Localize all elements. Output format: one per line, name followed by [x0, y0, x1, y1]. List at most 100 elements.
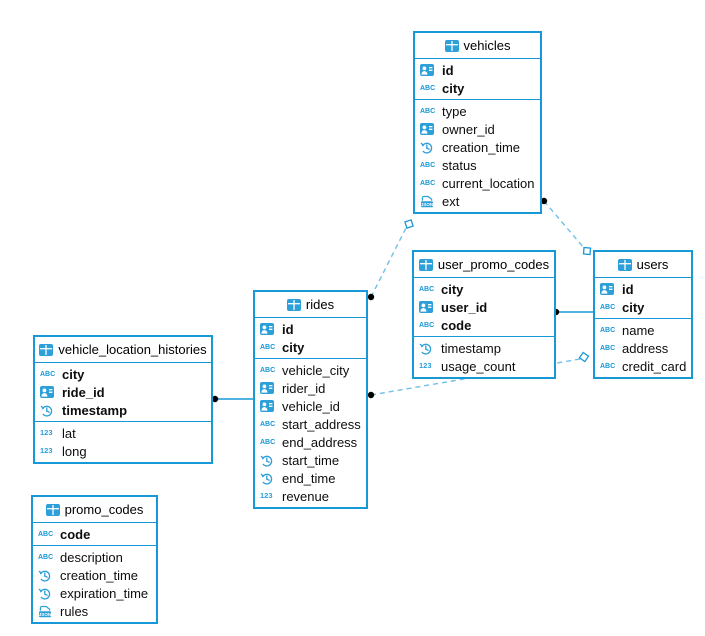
- table-title: vehicle_location_histories: [58, 342, 207, 357]
- field-name: usage_count: [441, 358, 516, 374]
- table-header[interactable]: promo_codes: [33, 497, 156, 523]
- id-card-icon: [419, 301, 436, 313]
- field-name: city: [282, 339, 305, 355]
- relationship-user_promo_codes-users[interactable]: [552, 308, 593, 316]
- json-icon: JSON: [38, 605, 55, 618]
- field-name: owner_id: [442, 121, 495, 137]
- field-row-owner_id[interactable]: owner_id: [415, 120, 540, 138]
- field-row-id[interactable]: id: [255, 320, 366, 338]
- field-name: ride_id: [62, 384, 105, 400]
- field-row-timestamp[interactable]: timestamp: [414, 339, 554, 357]
- abc-icon: ABC: [600, 344, 616, 352]
- field-row-long[interactable]: 123 long: [35, 442, 211, 460]
- field-row-user_id[interactable]: user_id: [414, 298, 554, 316]
- field-row-start_time[interactable]: start_time: [255, 451, 366, 469]
- id-card-icon: [420, 123, 437, 135]
- field-row-status[interactable]: ABC status: [415, 156, 540, 174]
- field-name: vehicle_city: [282, 362, 350, 378]
- connector-diamond: [578, 351, 590, 363]
- id-card-icon: [40, 386, 57, 398]
- abc-icon: ABC: [419, 285, 435, 293]
- abc-icon: ABC: [420, 161, 436, 169]
- field-name: credit_card: [622, 358, 687, 374]
- field-name: status: [442, 157, 477, 173]
- abc-icon: ABC: [600, 303, 616, 311]
- field-row-end_time[interactable]: end_time: [255, 469, 366, 487]
- relationship-vehicles-users[interactable]: [540, 197, 594, 258]
- field-name: name: [622, 322, 655, 338]
- abc-icon: ABC: [260, 438, 276, 446]
- table-icon: [45, 503, 60, 516]
- field-name: vehicle_id: [282, 398, 340, 414]
- id-card-icon: [600, 283, 617, 295]
- table-header[interactable]: rides: [255, 292, 366, 318]
- field-name: start_time: [282, 452, 340, 468]
- relationship-rides-vehicles[interactable]: [367, 218, 415, 301]
- field-row-creation_time[interactable]: creation_time: [415, 138, 540, 156]
- relationship-vehicle_location_histories-rides[interactable]: [211, 395, 253, 403]
- connector-dot: [367, 391, 375, 399]
- field-row-expiration_time[interactable]: expiration_time: [33, 584, 156, 602]
- field-name: id: [282, 321, 294, 337]
- field-row-creation_time[interactable]: creation_time: [33, 566, 156, 584]
- field-row-id[interactable]: id: [595, 280, 691, 298]
- field-name: timestamp: [441, 340, 501, 356]
- 123-icon: 123: [40, 428, 53, 438]
- field-name: user_id: [441, 299, 488, 315]
- clock-icon: [420, 141, 437, 154]
- table-title: users: [636, 257, 669, 272]
- table-header[interactable]: vehicles: [415, 33, 540, 59]
- field-name: creation_time: [442, 139, 521, 155]
- table-header[interactable]: users: [595, 252, 691, 278]
- clock-icon: [38, 569, 55, 582]
- table-icon: [39, 343, 54, 356]
- field-row-id[interactable]: id: [415, 61, 540, 79]
- table-title: rides: [305, 297, 335, 312]
- abc-icon: ABC: [260, 420, 276, 428]
- field-row-rider_id[interactable]: rider_id: [255, 379, 366, 397]
- field-row-ride_id[interactable]: ride_id: [35, 383, 211, 401]
- 123-icon: 123: [40, 446, 53, 456]
- field-name: long: [62, 443, 87, 459]
- field-row-vehicle_id[interactable]: vehicle_id: [255, 397, 366, 415]
- table-header[interactable]: user_promo_codes: [414, 252, 554, 278]
- json-icon: JSON: [420, 195, 437, 208]
- field-name: end_time: [282, 470, 336, 486]
- field-name: rider_id: [282, 380, 326, 396]
- field-name: id: [442, 62, 454, 78]
- table-header[interactable]: vehicle_location_histories: [35, 337, 211, 363]
- field-row-timestamp[interactable]: timestamp: [35, 401, 211, 419]
- id-card-icon: [420, 64, 437, 76]
- table-icon: [286, 298, 301, 311]
